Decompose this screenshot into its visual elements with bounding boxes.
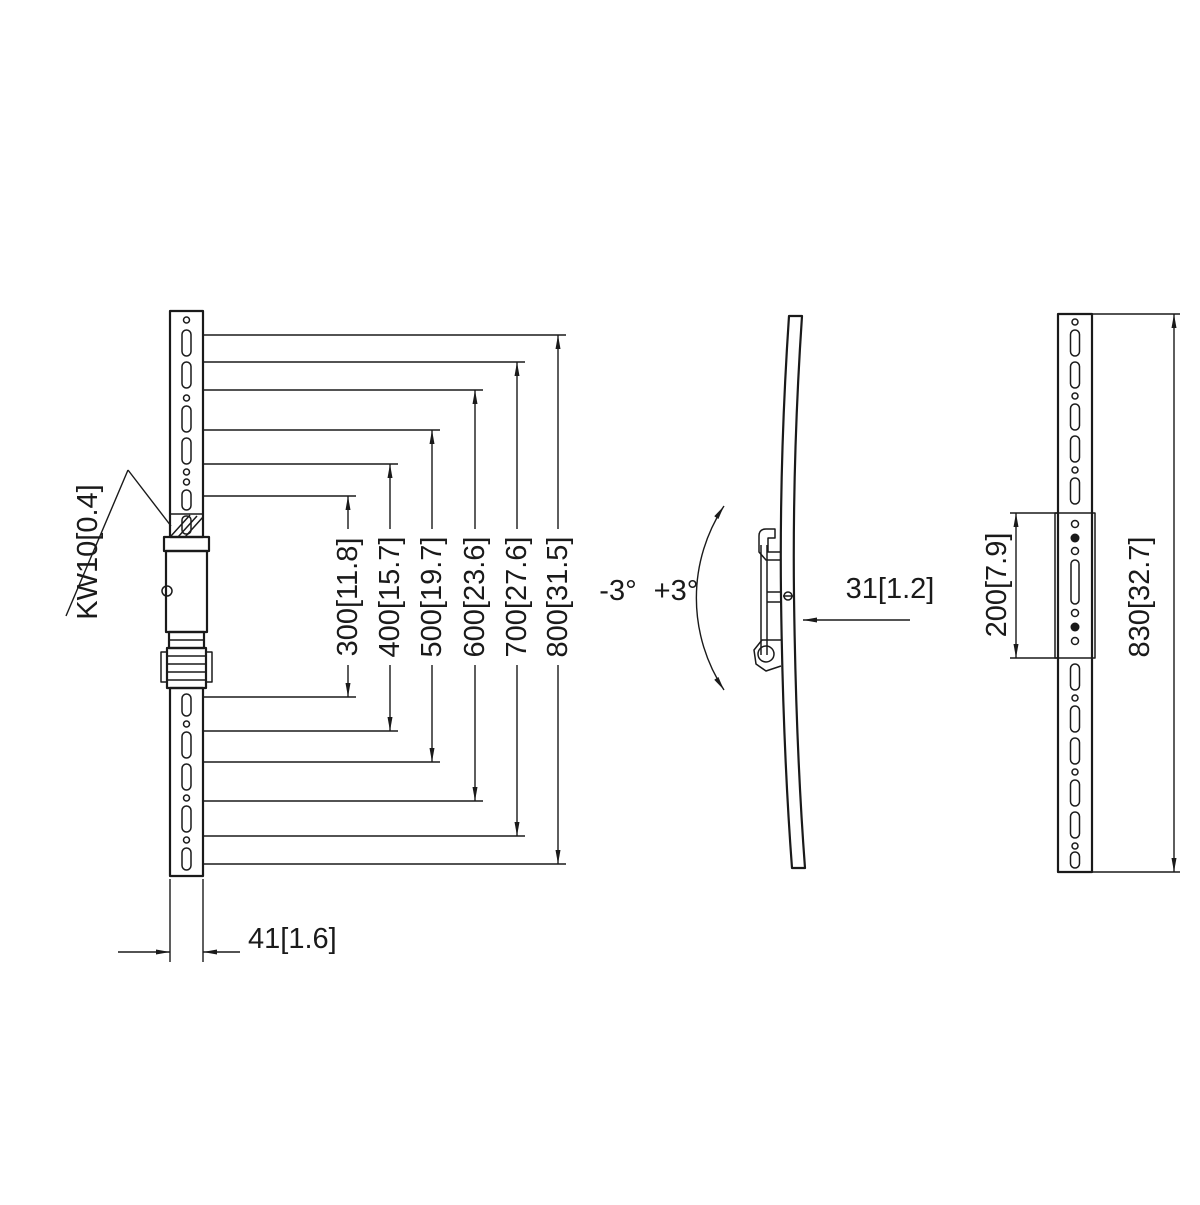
front-view: KW10[0.4] 300[11.8] 400[15.7] 500[19.7] bbox=[65, 309, 574, 962]
kw10-annotation: KW10[0.4] bbox=[65, 469, 172, 620]
dim-300: 300[11.8] bbox=[203, 495, 364, 698]
side-view-part bbox=[753, 314, 807, 870]
dim-500: 500[19.7] bbox=[203, 429, 448, 763]
dim-600-label: 600[23.6] bbox=[459, 537, 491, 658]
back-view-part bbox=[1054, 312, 1096, 874]
dim-800-label: 800[31.5] bbox=[542, 537, 574, 658]
dim-300-label: 300[11.8] bbox=[332, 538, 364, 657]
dim-width-label: 41[1.6] bbox=[248, 923, 337, 955]
dim-depth: 31[1.2] bbox=[803, 573, 935, 623]
dim-overall-height: 830[32.7] bbox=[1092, 313, 1180, 873]
dim-mid-span: 200[7.9] bbox=[981, 512, 1058, 659]
tilt-annotation: -3° +3° bbox=[599, 505, 725, 691]
dim-400: 400[15.7] bbox=[203, 463, 406, 732]
side-view: -3° +3° 31[1.2] bbox=[599, 314, 935, 870]
front-view-part bbox=[160, 309, 213, 878]
dim-overall-height-label: 830[32.7] bbox=[1124, 537, 1156, 658]
dim-600: 600[23.6] bbox=[203, 389, 491, 802]
dim-400-label: 400[15.7] bbox=[374, 537, 406, 658]
dim-800: 800[31.5] bbox=[203, 334, 574, 865]
back-view: 200[7.9] 830[32.7] bbox=[981, 312, 1180, 874]
dim-700: 700[27.6] bbox=[203, 361, 533, 837]
dim-width: 41[1.6] bbox=[118, 879, 337, 962]
kw10-label: KW10[0.4] bbox=[72, 484, 104, 619]
dim-mid-span-label: 200[7.9] bbox=[981, 533, 1013, 638]
tilt-negative-label: -3° bbox=[599, 575, 636, 607]
dim-700-label: 700[27.6] bbox=[501, 537, 533, 658]
dim-500-label: 500[19.7] bbox=[416, 537, 448, 658]
dim-depth-label: 31[1.2] bbox=[846, 573, 935, 605]
tilt-positive-label: +3° bbox=[654, 575, 699, 607]
